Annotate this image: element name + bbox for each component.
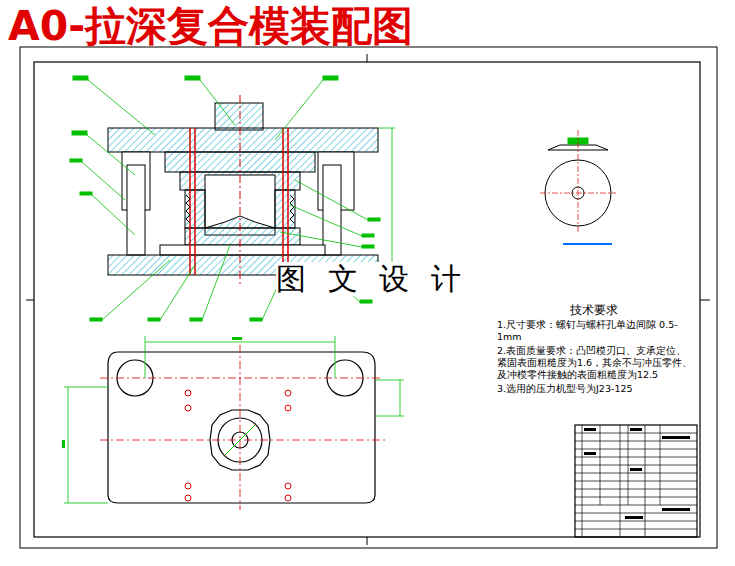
technical-note: 3.选用的压力机型号为J23-125: [497, 383, 697, 395]
notes-heading: 技术要求: [570, 303, 618, 317]
watermark: 图 文 设 计: [276, 262, 467, 296]
drawing-title: A0-拉深复合模装配图: [8, 2, 413, 50]
technical-note: 2.表面质量要求：凸凹模刃口、支承定位、 紧固表面粗糙度为1.6，其余不与冲压零…: [497, 345, 697, 381]
technical-note: 1.尺寸要求：螺钉与螺杆孔单边间隙 0.5-1mm: [497, 319, 697, 343]
